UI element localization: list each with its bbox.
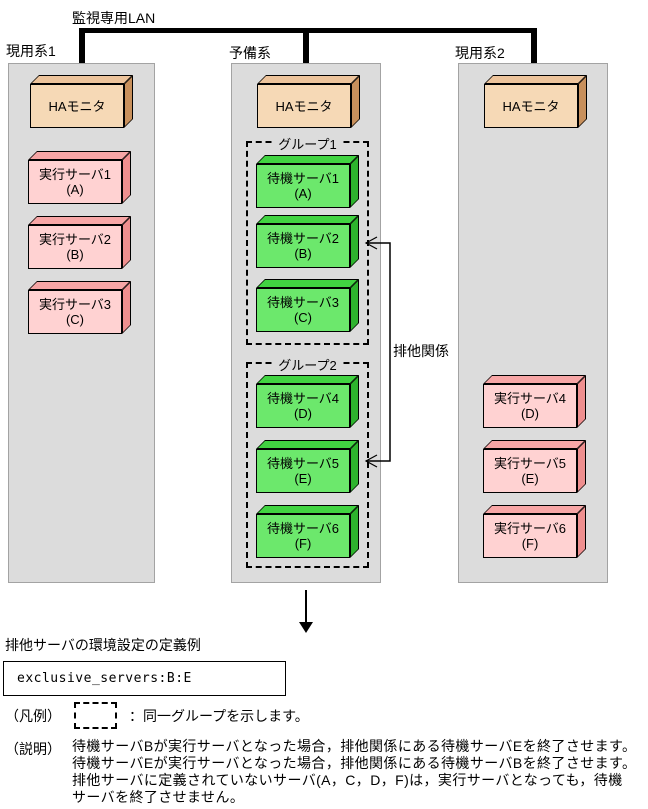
box-side-face	[577, 505, 586, 558]
box-top-face	[483, 375, 586, 384]
box-side-face	[351, 75, 360, 128]
box-front-face: 待機サーバ5 (E)	[256, 449, 350, 493]
box-front-face: 待機サーバ1 (A)	[256, 164, 350, 208]
panel-standby: HAモニタ グループ1 待機サーバ1 (A) 待機サーバ2 (B)	[231, 63, 381, 583]
server-name: 待機サーバ4	[266, 391, 340, 406]
box-front-face: 実行サーバ3 (C)	[28, 290, 122, 334]
server-sub: (F)	[521, 536, 539, 551]
server-sub: (E)	[521, 471, 539, 486]
server-name: 実行サーバ3	[38, 297, 112, 312]
box-side-face	[577, 375, 586, 428]
server-sub: (D)	[293, 406, 313, 421]
server-name: 実行サーバ2	[38, 232, 112, 247]
server-name: 待機サーバ5	[266, 456, 340, 471]
server-sub: (B)	[66, 247, 84, 262]
legend-label: （凡例）	[5, 708, 61, 724]
group-1-label: グループ1	[273, 134, 342, 153]
box-top-face	[28, 216, 131, 225]
box-top-face	[483, 505, 586, 514]
box-front-face: 待機サーバ3 (C)	[256, 288, 350, 332]
server-sub: (C)	[65, 312, 85, 327]
explanation-line-2: 待機サーバEが実行サーバとなった場合，排他関係にある待機サーバBを終了させます。	[72, 755, 637, 771]
box-side-face	[350, 505, 359, 558]
box-side-face	[122, 281, 131, 334]
box-front-face: 待機サーバ4 (D)	[256, 384, 350, 428]
panel-title-standby: 予備系	[229, 45, 271, 61]
box-front-face: 実行サーバ4 (D)	[483, 384, 577, 428]
server-sub: (A)	[294, 186, 312, 201]
server-sub: (A)	[66, 182, 84, 197]
definition-heading: 排他サーバの環境設定の定義例	[5, 637, 201, 653]
server-sub: (D)	[520, 406, 540, 421]
down-arrow-line	[305, 590, 307, 623]
server-name: 実行サーバ4	[493, 391, 567, 406]
explanation-label: （説明）	[5, 741, 61, 757]
box-front-face: 待機サーバ6 (F)	[256, 514, 350, 558]
box-front-face: HAモニタ	[257, 84, 351, 128]
box-top-face	[30, 75, 133, 84]
panel-active1: HAモニタ 実行サーバ1 (A) 実行サーバ2 (B) 実行サーバ3 (C)	[8, 63, 155, 583]
panel-title-active1: 現用系1	[6, 43, 56, 59]
server-name: 実行サーバ1	[38, 167, 112, 182]
panel-title-active2: 現用系2	[455, 45, 505, 61]
server-name: 待機サーバ6	[266, 521, 340, 536]
explanation-line-4: サーバを終了させません。	[72, 789, 245, 805]
group-2-label: グループ2	[273, 355, 342, 374]
explanation-line-3: 排他サーバに定義されていないサーバ(A，C，D，F)は，実行サーバとなっても，待…	[72, 772, 623, 788]
down-arrow-icon	[299, 622, 313, 633]
box-top-face	[28, 151, 131, 160]
box-top-face	[256, 375, 359, 384]
monitor-label: HAモニタ	[502, 98, 560, 114]
box-side-face	[350, 155, 359, 208]
box-front-face: 実行サーバ2 (B)	[28, 225, 122, 269]
lan-drop-standby	[303, 28, 309, 64]
definition-code-box: exclusive_servers:B:E	[3, 661, 286, 696]
explanation-line-1: 待機サーバBが実行サーバとなった場合，排他関係にある待機サーバEを終了させます。	[72, 738, 637, 754]
server-sub: (E)	[294, 471, 312, 486]
server-name: 待機サーバ1	[266, 171, 340, 186]
box-front-face: 実行サーバ5 (E)	[483, 449, 577, 493]
server-sub: (F)	[294, 536, 312, 551]
box-side-face	[577, 440, 586, 493]
box-front-face: HAモニタ	[484, 84, 578, 128]
box-front-face: HAモニタ	[30, 84, 124, 128]
box-top-face	[256, 440, 359, 449]
server-name: 実行サーバ5	[493, 456, 567, 471]
exclusive-relation-label: 排他関係	[393, 343, 449, 359]
box-top-face	[256, 505, 359, 514]
box-top-face	[256, 279, 359, 288]
lan-drop-active1	[79, 28, 85, 64]
box-top-face	[256, 155, 359, 164]
monitor-label: HAモニタ	[275, 98, 333, 114]
box-top-face	[484, 75, 587, 84]
server-name: 待機サーバ3	[266, 295, 340, 310]
server-name: 待機サーバ2	[266, 231, 340, 246]
box-top-face	[257, 75, 360, 84]
definition-code: exclusive_servers:B:E	[17, 671, 192, 686]
box-top-face	[483, 440, 586, 449]
server-sub: (C)	[293, 310, 313, 325]
box-side-face	[122, 216, 131, 269]
box-front-face: 待機サーバ2 (B)	[256, 224, 350, 268]
box-top-face	[28, 281, 131, 290]
panel-active2: HAモニタ 実行サーバ4 (D) 実行サーバ5 (E) 実行サーバ6 (F)	[458, 63, 608, 583]
explanation-lines: 待機サーバBが実行サーバとなった場合，排他関係にある待機サーバEを終了させます。…	[72, 738, 647, 806]
box-top-face	[256, 215, 359, 224]
lan-label: 監視専用LAN	[72, 10, 156, 26]
server-name: 実行サーバ6	[493, 521, 567, 536]
box-side-face	[122, 151, 131, 204]
legend-dashed-box-icon	[74, 702, 117, 729]
group-2-frame: グループ2	[246, 355, 369, 568]
exclusive-relation-bracket	[364, 236, 391, 468]
monitor-label: HAモニタ	[48, 98, 106, 114]
lan-drop-active2	[531, 28, 537, 64]
box-front-face: 実行サーバ1 (A)	[28, 160, 122, 204]
box-side-face	[578, 75, 587, 128]
legend-desc: ：同一グループを示します。	[129, 708, 309, 724]
server-sub: (B)	[294, 246, 312, 261]
box-front-face: 実行サーバ6 (F)	[483, 514, 577, 558]
box-side-face	[124, 75, 133, 128]
